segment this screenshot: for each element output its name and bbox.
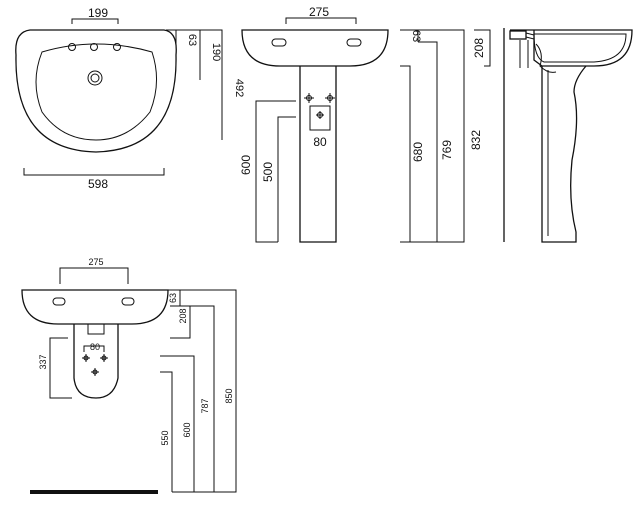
fixing-point-right — [325, 93, 335, 103]
dimension-598: 598 — [88, 177, 108, 191]
dimension-line-600 — [255, 100, 296, 243]
fixing-point-wall-bottom — [91, 368, 99, 376]
dimension-line-492 — [200, 29, 223, 140]
dimension-line-199 — [71, 18, 119, 24]
dimension-line-680 — [400, 65, 411, 243]
floor-line — [30, 490, 158, 494]
overflow-slot-left — [271, 38, 287, 47]
fixing-point-wall-right — [100, 354, 108, 362]
dimension-600b: 600 — [182, 422, 192, 437]
dimension-line-850 — [172, 289, 237, 493]
dimension-line-80b — [83, 345, 105, 352]
tap-body — [509, 30, 527, 40]
pedestal-side — [541, 65, 587, 243]
basin-side-inner — [533, 33, 627, 63]
overflow-slot-left-wall — [52, 297, 66, 306]
dimension-line-208b — [170, 305, 191, 339]
dimension-275: 275 — [309, 5, 329, 19]
dimension-199: 199 — [88, 6, 108, 20]
top-view: 199 598 63 190 492 — [15, 6, 245, 191]
semi-pedestal — [73, 324, 119, 399]
waste-center-mark — [316, 111, 324, 119]
dimension-275b: 275 — [88, 257, 103, 267]
waste-trap-side — [519, 40, 529, 68]
dimension-550: 550 — [160, 430, 170, 445]
dimension-600: 600 — [239, 155, 253, 175]
dimension-line-600b — [160, 355, 195, 492]
basin-front — [241, 29, 389, 67]
dimension-832: 832 — [469, 130, 483, 150]
side-view: 208 — [472, 28, 633, 243]
fixing-point-left — [304, 93, 314, 103]
dimension-line-550 — [160, 371, 173, 492]
dimension-500: 500 — [261, 162, 275, 182]
basin-outline-plan — [15, 29, 177, 153]
dimension-492: 492 — [233, 79, 245, 97]
dimension-337: 337 — [38, 354, 48, 369]
dimension-680: 680 — [411, 142, 425, 162]
dimension-line-787 — [190, 305, 215, 492]
dimension-190: 190 — [210, 43, 222, 61]
tap-hole-right — [113, 43, 121, 51]
dimension-208: 208 — [472, 38, 486, 58]
drain-outer — [87, 70, 103, 86]
dimension-line-337 — [49, 337, 72, 399]
tap-hole-left — [68, 43, 76, 51]
overflow-slot-right-wall — [121, 297, 135, 306]
dimension-63c: 63 — [168, 293, 178, 303]
overflow-slot-right — [346, 38, 362, 47]
basin-front-wall — [21, 289, 169, 325]
dimension-80b: 80 — [90, 342, 100, 352]
drain-inner — [90, 73, 100, 83]
dimension-769: 769 — [440, 140, 454, 160]
dimension-787: 787 — [200, 398, 210, 413]
dimension-line-769 — [418, 41, 438, 242]
dimension-line-832 — [410, 29, 465, 243]
waste-notch — [87, 324, 105, 335]
basin-side — [510, 29, 633, 67]
pedestal-front — [299, 66, 337, 243]
dimension-line-500 — [277, 116, 296, 242]
dimension-63b: 63 — [410, 30, 422, 42]
dimension-line-208 — [474, 29, 491, 67]
tap-spout — [525, 32, 535, 40]
dimension-line-598 — [23, 168, 165, 176]
waste-outlet — [309, 105, 331, 131]
front-view: 275 80 600 500 63 680 769 832 — [239, 5, 483, 243]
dimension-line-275 — [285, 17, 357, 24]
dimension-850: 850 — [224, 388, 234, 403]
dimension-63: 63 — [186, 34, 198, 46]
trap-bend — [535, 43, 557, 73]
wall-hung-view: 275 80 337 63 208 550 600 787 850 — [21, 257, 237, 494]
dimension-208b: 208 — [178, 308, 188, 323]
dimension-80: 80 — [313, 135, 327, 149]
dimension-line-275b — [59, 267, 129, 284]
tap-hole-center — [90, 43, 98, 51]
fixing-point-wall-left — [82, 354, 90, 362]
basin-bowl-plan — [35, 43, 157, 141]
